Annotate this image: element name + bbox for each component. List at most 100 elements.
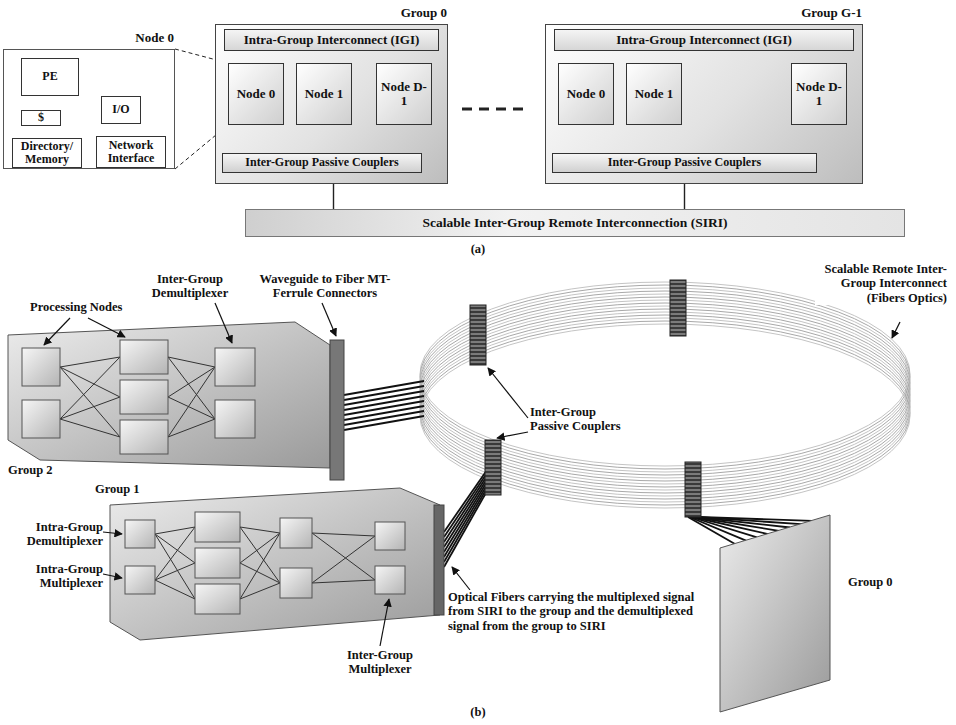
leader-arrow	[88, 318, 125, 337]
fiber-ring	[420, 282, 910, 508]
multiplexer-mesh	[240, 527, 280, 533]
box-text: Node D-1	[377, 80, 431, 109]
fiber-ring	[420, 324, 910, 508]
multiplexer-mesh	[312, 533, 375, 580]
box-text: Node D-1	[792, 80, 846, 109]
passive-coupler	[470, 305, 486, 365]
multiplexer-mesh	[312, 580, 375, 583]
io-box: I/O	[101, 96, 141, 124]
callout-text: Intra-Group Multiplexer	[3, 562, 103, 591]
multiplexer-mesh	[240, 583, 280, 599]
multiplexer-mesh	[155, 534, 195, 599]
multiplexer-mesh	[240, 527, 280, 583]
group-heading: Group 0	[401, 6, 447, 20]
box-text: $	[36, 111, 46, 124]
demultiplexer-mesh	[60, 367, 120, 397]
processing-node-chip	[120, 420, 168, 454]
demultiplexer-mesh	[168, 357, 215, 419]
multiplexer-mesh	[240, 533, 280, 599]
passive-coupler	[685, 462, 701, 517]
demultiplexer-mesh	[168, 397, 215, 419]
fiber-ring	[420, 282, 910, 466]
box-text: Intra-Group Interconnect (IGI)	[614, 33, 794, 47]
processing-node-chip	[215, 348, 255, 386]
chip	[125, 520, 155, 548]
leader-arrow	[44, 303, 900, 646]
group-0-board	[720, 515, 830, 712]
callout-text: Processing Nodes	[30, 300, 150, 314]
multiplexer-mesh	[155, 527, 195, 580]
chip	[125, 512, 405, 614]
callout-text: Inter-Group Demultiplexer	[140, 272, 240, 301]
group-1-board	[110, 488, 444, 640]
node-box: Node D-1	[791, 63, 847, 125]
callout-text: Optical Fibers carrying the multiplexed …	[448, 590, 710, 633]
mt-ferrule-connector	[330, 340, 344, 480]
group-1-board	[110, 488, 440, 640]
multiplexer-mesh	[155, 534, 195, 563]
leader-arrow	[103, 532, 122, 534]
group-heading: Group G-1	[801, 6, 862, 20]
callout-text: Inter-Group Multiplexer	[325, 648, 435, 677]
leader-arrow	[322, 303, 336, 336]
demultiplexer-mesh	[168, 367, 215, 437]
passive-coupler	[470, 280, 701, 517]
group-label: Group 2	[8, 463, 68, 477]
passive-coupler	[485, 440, 501, 495]
box-text: PE	[40, 70, 59, 83]
box-text: Directory/ Memory	[13, 140, 81, 166]
demultiplexer-mesh	[60, 367, 120, 437]
box-text: Node 0	[565, 87, 608, 101]
box-text: Scalable Inter-Group Remote Interconnect…	[421, 216, 730, 231]
demultiplexer-mesh	[168, 419, 215, 437]
optical-fibers	[444, 491, 487, 567]
box-text: I/O	[110, 103, 131, 116]
coupler-bar: Inter-Group Passive Couplers	[552, 153, 817, 173]
pe-box: PE	[21, 58, 79, 96]
processing-node-chip	[22, 340, 255, 454]
node-box: Node D-1	[376, 63, 432, 125]
processing-node-chip	[215, 400, 255, 438]
chip	[125, 566, 155, 594]
node-detail-box: Node 0PE$I/ODirectory/ MemoryNetwork Int…	[3, 49, 175, 169]
processing-node-chip	[120, 380, 168, 414]
box-text: Node 1	[633, 87, 676, 101]
panel-label: (a)	[462, 242, 494, 256]
multiplexer-mesh	[155, 580, 195, 599]
demultiplexer-mesh	[168, 367, 215, 397]
group-ellipsis-dashes	[462, 108, 530, 111]
callout-text: Scalable Remote Inter-Group Interconnect…	[815, 262, 947, 305]
group-ellipsis-dashes	[462, 109, 530, 110]
optical-fibers	[444, 476, 487, 542]
box-text: Intra-Group Interconnect (IGI)	[242, 33, 422, 47]
demultiplexer-mesh	[60, 357, 120, 419]
group-label: Group 1	[95, 482, 155, 496]
leader-arrow	[215, 303, 232, 343]
leader-arrow	[892, 322, 900, 338]
optical-fibers	[444, 482, 487, 552]
coupler-bar: Inter-Group Passive Couplers	[222, 153, 422, 173]
multiplexer-mesh	[240, 533, 280, 563]
leader-arrow	[497, 432, 528, 438]
memory-box: Directory/ Memory	[12, 138, 82, 168]
chip	[280, 518, 312, 548]
demultiplexer-mesh	[60, 357, 120, 367]
group-heading: Node 0	[135, 31, 174, 45]
node-box: Node 0	[558, 63, 614, 125]
processing-node-chip	[120, 340, 168, 374]
node-box: Node 1	[296, 63, 352, 125]
panel-label: (b)	[462, 705, 494, 719]
igi-bar: Intra-Group Interconnect (IGI)	[554, 29, 854, 51]
optical-fibers	[444, 485, 487, 557]
multiplexer-mesh	[312, 536, 375, 583]
network-interface-box: Network Interface	[96, 136, 166, 168]
node-box: Node 1	[626, 63, 682, 125]
callout-text: Intra-Group Demultiplexer	[3, 520, 103, 549]
box-text: Node 1	[303, 87, 346, 101]
chip	[280, 568, 312, 598]
multiplexer-mesh	[155, 563, 195, 580]
leader-arrow	[452, 567, 470, 590]
chip	[195, 584, 240, 614]
chip	[375, 522, 405, 550]
